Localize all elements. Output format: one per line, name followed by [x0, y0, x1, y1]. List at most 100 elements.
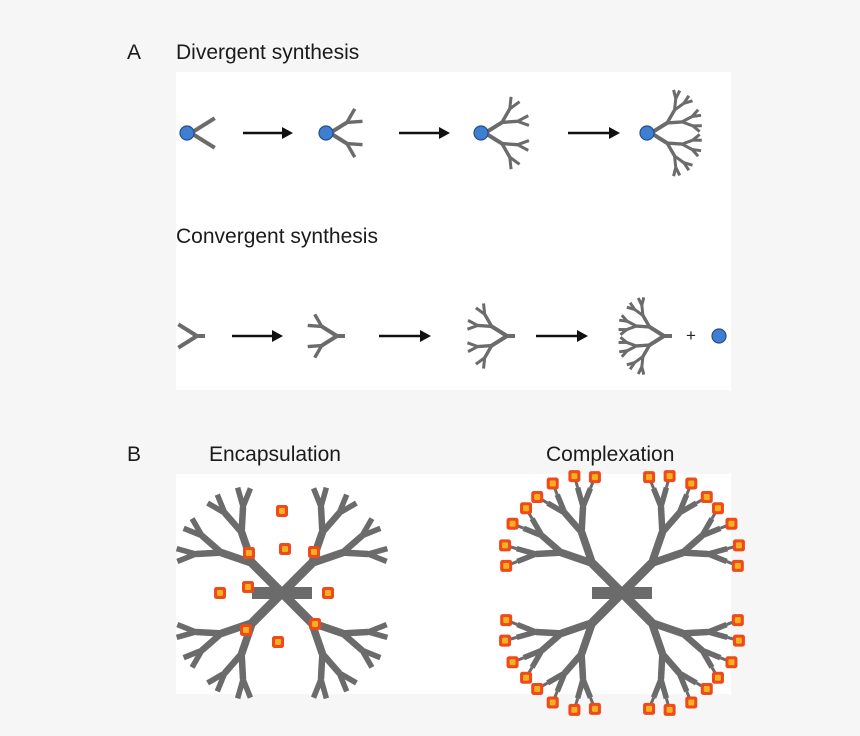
dendron-branch [676, 671, 690, 693]
dendron-branch [240, 487, 254, 508]
guest-molecule [499, 539, 512, 552]
dendron-branch [220, 549, 254, 567]
dendron-branch [681, 120, 694, 128]
guest-molecule [531, 491, 544, 504]
dendron-branch [682, 549, 709, 558]
reaction-arrow [536, 330, 588, 342]
dendron-branch [707, 629, 729, 641]
guest-molecule [506, 517, 519, 530]
dendron-branch [342, 549, 369, 558]
reaction-arrow [243, 127, 293, 139]
dendron-branch [345, 142, 357, 158]
dendron-branch [319, 510, 342, 535]
dendron-branch [517, 119, 530, 127]
dendron-branch [482, 303, 487, 315]
guest-molecule [309, 618, 321, 630]
dendron-branch [318, 486, 330, 508]
guest-molecule [279, 543, 291, 555]
guest-molecule [643, 702, 656, 715]
dendron-branch [234, 678, 246, 700]
guest-molecule [725, 517, 738, 530]
plus-sign: + [686, 326, 696, 345]
encapsulation-label: Encapsulation [209, 443, 341, 466]
dendron-branch [640, 297, 646, 306]
guest-molecule [520, 671, 533, 684]
dendron-branch [367, 629, 389, 641]
guest-molecule [546, 477, 559, 490]
dendrimer-generation [189, 116, 216, 150]
dendron-branch [516, 143, 529, 152]
dendron-branch [477, 343, 492, 349]
dendron-branch [628, 301, 636, 311]
dendron-branch [560, 619, 594, 637]
guest-molecule [214, 587, 226, 599]
guest-molecule [588, 702, 601, 715]
dendron-branch [182, 647, 204, 661]
dendron-branch [500, 108, 512, 124]
dendron-fragment [618, 297, 672, 375]
guest-molecule [663, 703, 676, 716]
dendron-branch [672, 167, 678, 177]
dendron-branch [700, 525, 722, 539]
dendron-branch [657, 653, 666, 680]
dendron-branch [665, 109, 676, 124]
guest-molecule [700, 682, 713, 695]
guest-molecule [725, 656, 738, 669]
dendron-branch [580, 487, 594, 508]
dendron-branch [680, 630, 705, 653]
guest-molecule [732, 634, 745, 647]
core-molecule [179, 125, 195, 141]
dendron-branch [658, 486, 670, 508]
dendron-branch [238, 506, 247, 533]
dendrimer-generation [649, 89, 702, 177]
dendron-branch [310, 549, 344, 567]
dendron-branch [199, 533, 224, 556]
dendron-branch [636, 366, 644, 375]
guest-molecule [276, 505, 288, 517]
dendron-branch [699, 648, 715, 669]
dendron-branch [691, 113, 702, 118]
divergent-synthesis-label: Divergent synthesis [176, 41, 360, 64]
dendron-branch [648, 325, 666, 338]
guest-molecule [531, 682, 544, 695]
dendron-branch [707, 551, 728, 565]
dendron-branch [641, 344, 652, 358]
dendron-branch [249, 560, 286, 597]
dendron-branch [483, 313, 494, 328]
dendron-branch [307, 343, 322, 349]
dendron-branch [177, 334, 199, 350]
guest-molecule [643, 471, 656, 484]
dendron-branch [189, 116, 216, 135]
core-molecule [711, 328, 727, 344]
dendron-fragment [466, 303, 515, 369]
dendron-branch [648, 334, 666, 347]
panel-b-letter: B [127, 443, 142, 466]
dendron-branch [313, 344, 324, 359]
core-molecule [318, 125, 334, 141]
guest-molecule [568, 470, 581, 483]
dendron-branch [535, 628, 562, 637]
dendrimer-generation [483, 96, 530, 170]
dendron-branch [619, 349, 628, 354]
dendron-branch [648, 531, 666, 565]
dendron-branch [554, 493, 568, 515]
guest-molecule [322, 587, 334, 599]
dendron-branch [189, 517, 205, 538]
dendron-branch [195, 628, 222, 637]
dendron-branch [529, 517, 545, 538]
dendrimer [175, 486, 389, 700]
guest-molecule [588, 471, 601, 484]
dendron-branch [320, 324, 339, 338]
dendron-branch [474, 356, 486, 366]
dendron-branch [589, 589, 626, 626]
dendron-branch [501, 141, 518, 147]
core-molecule [639, 125, 655, 141]
convergent-synthesis-label: Convergent synthesis [176, 225, 378, 248]
dendron-branch [278, 589, 315, 626]
dendron-branch [673, 155, 678, 168]
dendron-branch [516, 621, 537, 635]
dendrimer [515, 486, 729, 700]
reaction-arrow [568, 127, 620, 139]
dendron-branch [249, 589, 286, 626]
